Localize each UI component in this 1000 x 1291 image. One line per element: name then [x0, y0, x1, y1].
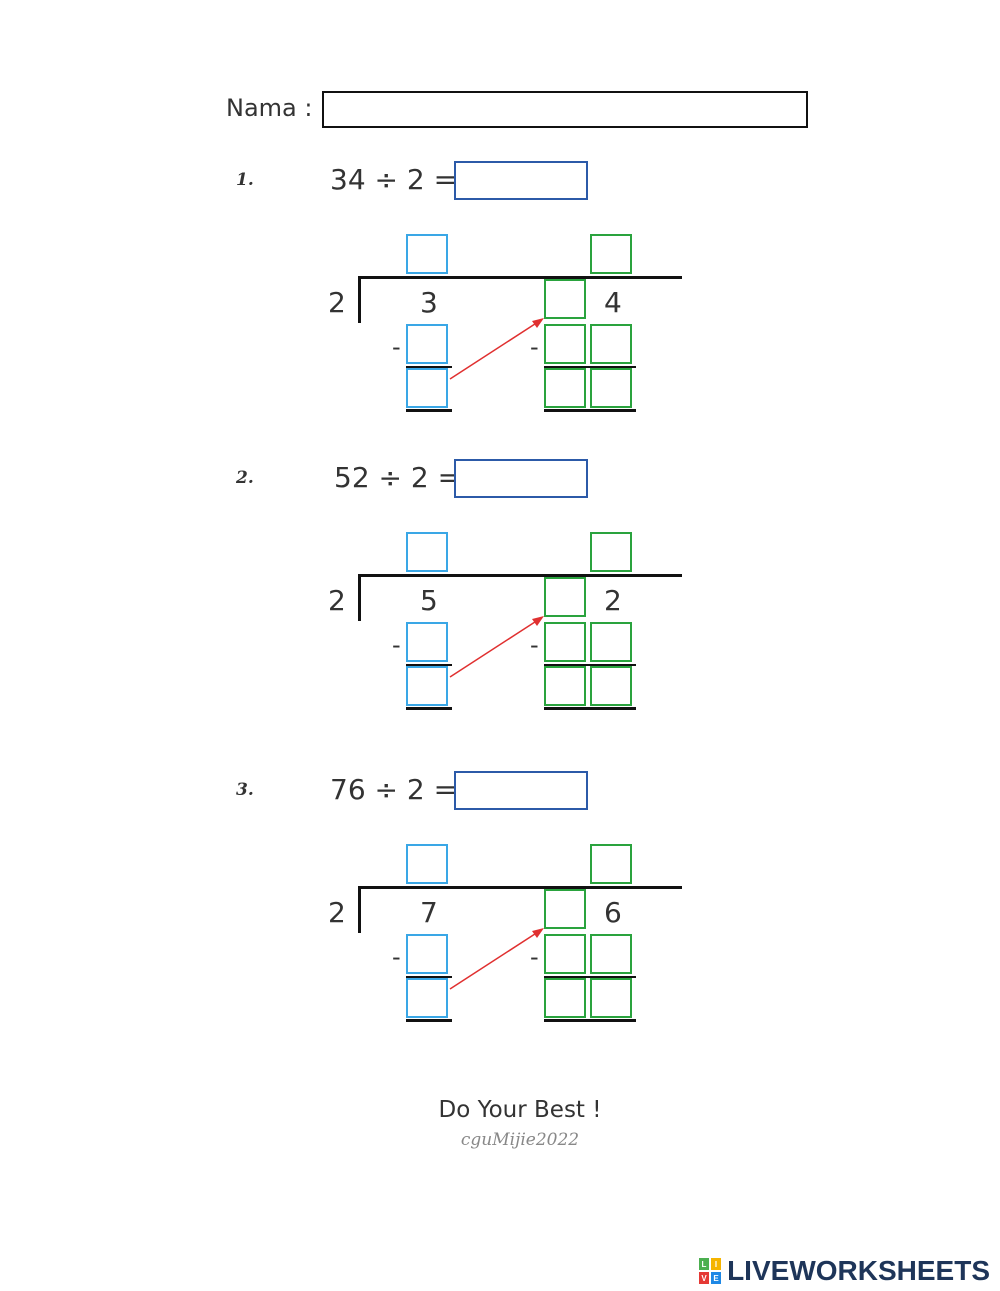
dividend-ones: 6 — [604, 896, 622, 929]
dividend-tens: 7 — [420, 896, 438, 929]
remainder-tens-box[interactable] — [406, 666, 448, 706]
answer-box[interactable] — [454, 161, 588, 200]
equation: 52 ÷ 2 = — [334, 461, 462, 494]
dividend-tens: 3 — [420, 286, 438, 319]
subtract-tens-box[interactable] — [406, 934, 448, 974]
subtract-ones-tens-box[interactable] — [544, 622, 586, 662]
quotient-ones-box[interactable] — [590, 844, 632, 884]
bring-down-box[interactable] — [544, 577, 586, 617]
remainder-ones-tens-box[interactable] — [544, 666, 586, 706]
dividend-ones: 4 — [604, 286, 622, 319]
quotient-ones-box[interactable] — [590, 532, 632, 572]
logo-letter: I — [715, 1260, 717, 1269]
subtract-ones-ones-box[interactable] — [590, 324, 632, 364]
remainder-tens-box[interactable] — [406, 368, 448, 408]
remainder-ones-ones-box[interactable] — [590, 666, 632, 706]
minus-sign: - — [530, 333, 539, 361]
brand: L I V E LIVEWORKSHEETS — [699, 1255, 990, 1287]
bring-down-box[interactable] — [544, 279, 586, 319]
subtract-line — [406, 366, 452, 368]
remainder-ones-tens-box[interactable] — [544, 978, 586, 1018]
bring-down-arrow — [449, 616, 544, 678]
dividend-ones: 2 — [604, 584, 622, 617]
division-bar — [358, 574, 682, 577]
division-bracket — [358, 278, 361, 323]
divisor: 2 — [328, 896, 346, 929]
subtract-ones-tens-box[interactable] — [544, 324, 586, 364]
subtract-ones-ones-box[interactable] — [590, 622, 632, 662]
minus-sign: - — [392, 943, 401, 971]
subtract-line — [544, 366, 636, 368]
remainder-ones-tens-box[interactable] — [544, 368, 586, 408]
division-bracket — [358, 576, 361, 621]
bring-down-arrow — [449, 928, 544, 990]
question-number: 1. — [236, 170, 254, 190]
minus-sign: - — [530, 631, 539, 659]
quotient-tens-box[interactable] — [406, 844, 448, 884]
result-line — [406, 409, 452, 412]
author-signature: cguMijie2022 — [460, 1130, 580, 1150]
subtract-ones-ones-box[interactable] — [590, 934, 632, 974]
name-input[interactable] — [322, 91, 808, 128]
quotient-tens-box[interactable] — [406, 532, 448, 572]
divisor: 2 — [328, 584, 346, 617]
subtract-tens-box[interactable] — [406, 324, 448, 364]
remainder-ones-ones-box[interactable] — [590, 368, 632, 408]
result-line — [544, 707, 636, 710]
division-bracket — [358, 888, 361, 933]
logo-letter: L — [702, 1260, 707, 1269]
bring-down-box[interactable] — [544, 889, 586, 929]
logo-letter: E — [713, 1274, 719, 1283]
liveworksheets-logo-icon: L I V E — [699, 1258, 722, 1284]
result-line — [544, 1019, 636, 1022]
subtract-line — [406, 664, 452, 666]
result-line — [406, 1019, 452, 1022]
name-label: Nama : — [226, 94, 313, 122]
remainder-ones-ones-box[interactable] — [590, 978, 632, 1018]
minus-sign: - — [392, 333, 401, 361]
divisor: 2 — [328, 286, 346, 319]
result-line — [544, 409, 636, 412]
brand-name: LIVEWORKSHEETS — [727, 1255, 990, 1286]
minus-sign: - — [530, 943, 539, 971]
answer-box[interactable] — [454, 771, 588, 810]
subtract-line — [544, 976, 636, 978]
answer-box[interactable] — [454, 459, 588, 498]
equation: 34 ÷ 2 = — [330, 163, 458, 196]
quotient-ones-box[interactable] — [590, 234, 632, 274]
quotient-tens-box[interactable] — [406, 234, 448, 274]
result-line — [406, 707, 452, 710]
subtract-tens-box[interactable] — [406, 622, 448, 662]
subtract-line — [544, 664, 636, 666]
division-bar — [358, 886, 682, 889]
footer-message: Do Your Best ! — [438, 1097, 602, 1123]
logo-letter: V — [701, 1274, 707, 1283]
equation: 76 ÷ 2 = — [330, 773, 458, 806]
question-number: 3. — [236, 780, 254, 800]
dividend-tens: 5 — [420, 584, 438, 617]
minus-sign: - — [392, 631, 401, 659]
subtract-line — [406, 976, 452, 978]
question-number: 2. — [236, 468, 254, 488]
remainder-tens-box[interactable] — [406, 978, 448, 1018]
bring-down-arrow — [449, 318, 544, 380]
subtract-ones-tens-box[interactable] — [544, 934, 586, 974]
division-bar — [358, 276, 682, 279]
